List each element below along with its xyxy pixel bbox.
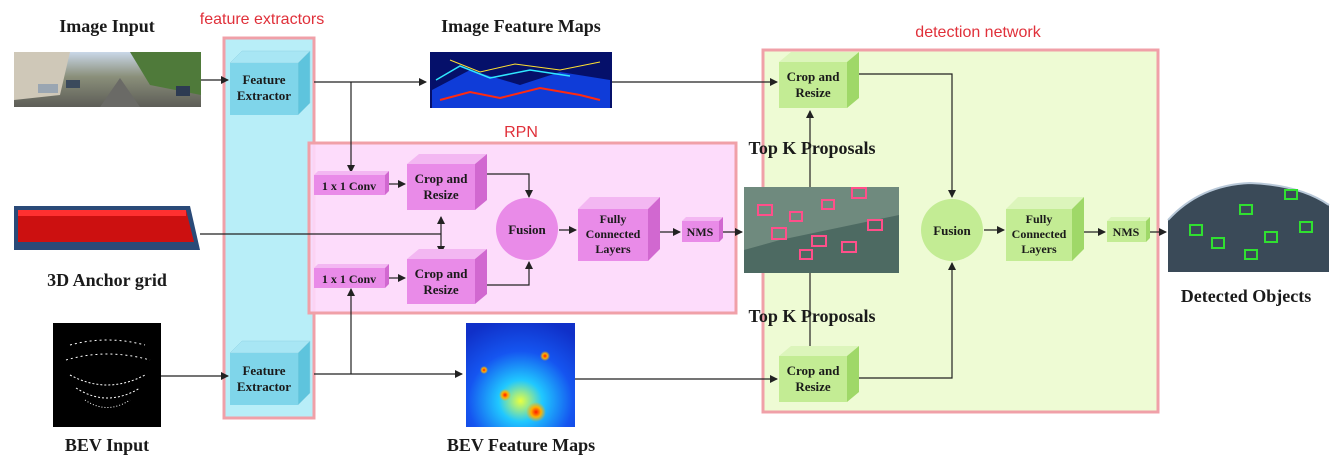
- bev-feature-maps-title: BEV Feature Maps: [447, 435, 595, 455]
- image-input-photo: [14, 52, 201, 107]
- connectors: [161, 73, 1167, 383]
- feature-extractor-bottom-box: Feature Extractor: [229, 340, 311, 406]
- feature-extractor-top-box: Feature Extractor: [229, 50, 311, 116]
- bev-feature-map: [466, 323, 575, 427]
- conv-top-box: 1 x 1 Conv: [314, 171, 389, 195]
- rpn-label: RPN: [504, 124, 538, 141]
- feature-extractor-bottom-line2: Extractor: [237, 379, 291, 394]
- rpn-fully-connected-box: Fully Connected Layers: [578, 197, 660, 261]
- top-k-proposals-lower-label: Top K Proposals: [748, 306, 875, 326]
- det-crop-resize-bottom-box: Crop and Resize: [779, 346, 859, 402]
- feature-extractors-label: feature extractors: [200, 11, 325, 28]
- top-k-proposals-upper-label: Top K Proposals: [748, 138, 875, 158]
- image-input-title: Image Input: [59, 16, 155, 36]
- det-fusion-label: Fusion: [933, 223, 971, 238]
- rpn-nms-box: NMS: [682, 217, 723, 242]
- feature-extractor-top-line1: Feature: [242, 72, 285, 87]
- image-feature-map: [430, 52, 612, 108]
- rpn-nms-label: NMS: [687, 225, 714, 239]
- conv-bottom-label: 1 x 1 Conv: [322, 272, 376, 286]
- det-fc-line2: Connected: [1012, 227, 1067, 241]
- rpn-fusion-label: Fusion: [508, 222, 546, 237]
- det-fc-line3: Layers: [1021, 242, 1057, 256]
- rpn-crop-resize-top-box: Crop and Resize: [407, 154, 487, 210]
- rpn-crop-top-line2: Resize: [423, 187, 459, 202]
- rpn-fc-line2: Connected: [586, 227, 641, 241]
- feature-extractor-top-line2: Extractor: [237, 88, 291, 103]
- detected-objects-title: Detected Objects: [1181, 286, 1311, 306]
- detection-network-label: detection network: [915, 24, 1041, 41]
- anchor-grid-image: [14, 206, 200, 250]
- rpn-fusion-circle: Fusion: [496, 198, 558, 260]
- bev-input-image: [53, 323, 161, 427]
- rpn-crop-top-line1: Crop and: [415, 171, 469, 186]
- rpn-crop-bottom-line2: Resize: [423, 282, 459, 297]
- det-crop-top-line1: Crop and: [787, 69, 841, 84]
- det-nms-box: NMS: [1107, 217, 1150, 242]
- det-nms-label: NMS: [1113, 225, 1140, 239]
- anchor-grid-title: 3D Anchor grid: [47, 270, 167, 290]
- feature-extractor-bottom-line1: Feature: [242, 363, 285, 378]
- det-crop-top-line2: Resize: [795, 85, 831, 100]
- det-crop-bottom-line1: Crop and: [787, 363, 841, 378]
- rpn-fc-line3: Layers: [595, 242, 631, 256]
- conv-top-label: 1 x 1 Conv: [322, 179, 376, 193]
- det-crop-bottom-line2: Resize: [795, 379, 831, 394]
- det-fc-line1: Fully: [1026, 212, 1053, 226]
- conv-bottom-box: 1 x 1 Conv: [314, 264, 389, 288]
- det-fully-connected-box: Fully Connected Layers: [1006, 197, 1084, 261]
- bev-input-title: BEV Input: [65, 435, 149, 455]
- proposals-image: [744, 187, 899, 273]
- det-crop-resize-top-box: Crop and Resize: [779, 52, 859, 108]
- rpn-crop-bottom-line1: Crop and: [415, 266, 469, 281]
- det-fusion-circle: Fusion: [921, 199, 983, 261]
- detected-objects-image: [1167, 181, 1330, 272]
- rpn-crop-resize-bottom-box: Crop and Resize: [407, 249, 487, 304]
- image-feature-maps-title: Image Feature Maps: [441, 16, 601, 36]
- rpn-fc-line1: Fully: [600, 212, 627, 226]
